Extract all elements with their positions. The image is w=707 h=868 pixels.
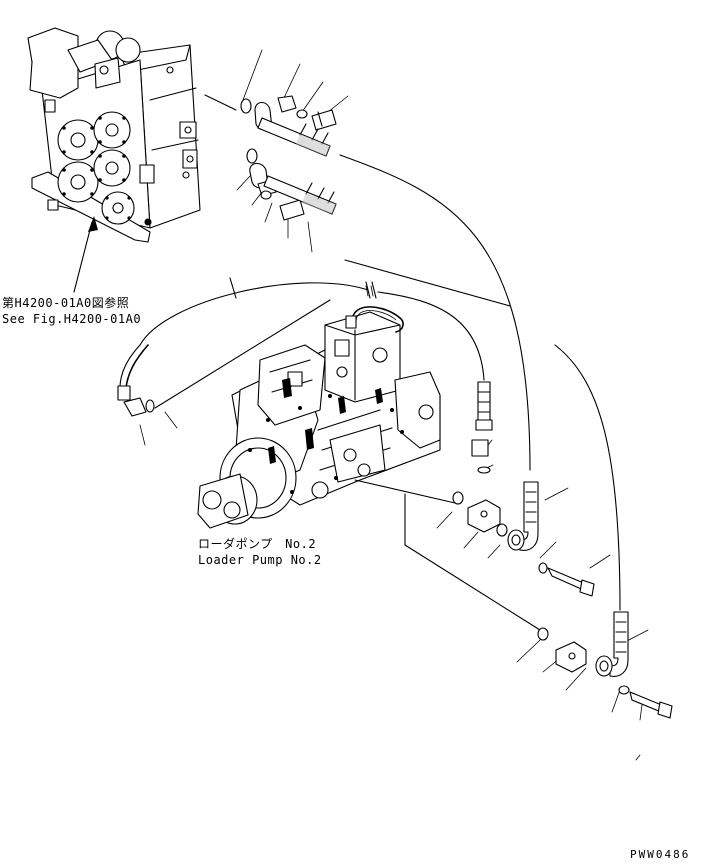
see-figure-label-en: See Fig.H4200-01A0 <box>2 312 142 326</box>
leader-lines <box>139 49 649 761</box>
right-pipe-upper <box>507 481 595 597</box>
pipe-break-mark <box>365 281 377 299</box>
left-hose-elbow <box>117 344 155 417</box>
loader-pump-label-jp: ローダポンプ No.2 <box>198 537 317 551</box>
loader-pump-assembly <box>197 306 441 529</box>
see-figure-label-jp: 第H4200-01A0図参照 <box>2 296 130 310</box>
middle-right-fittings <box>452 381 508 537</box>
drawing-code: PWW0486 <box>630 848 691 861</box>
right-pipe-lower <box>537 611 673 719</box>
valve-assembly <box>27 27 201 293</box>
upper-hardware <box>240 95 337 221</box>
loader-pump-label-en: Loader Pump No.2 <box>198 553 322 567</box>
